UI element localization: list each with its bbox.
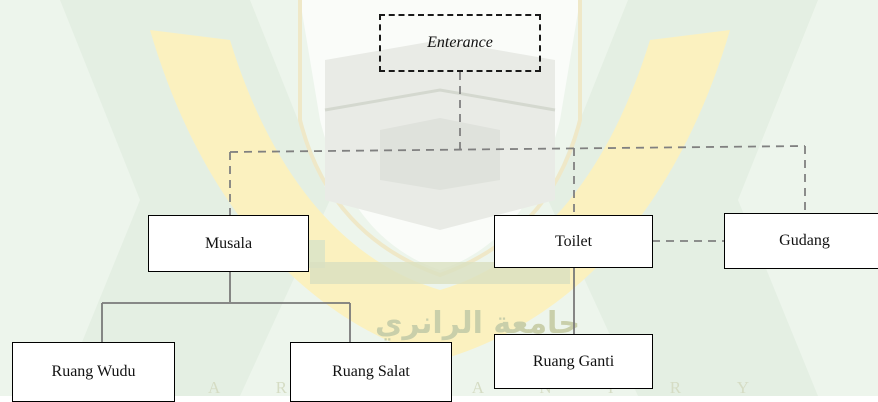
node-ruang-ganti-label: Ruang Ganti [532,352,615,370]
node-enterance-label: Enterance [427,34,493,51]
node-enterance: Enterance [379,14,541,72]
node-ruang-salat: Ruang Salat [290,342,452,402]
node-toilet: Toilet [494,215,653,268]
node-ruang-wudu-label: Ruang Wudu [51,363,136,380]
dashed-connectors [229,72,806,242]
enterance-branch-horizontal [229,145,806,153]
node-ruang-wudu: Ruang Wudu [12,342,175,402]
node-gudang-label: Gudang [779,232,830,249]
node-ruang-ganti: Ruang Ganti [494,334,653,389]
node-toilet-label: Toilet [554,232,593,250]
node-ruang-salat-label: Ruang Salat [332,363,410,380]
node-musala-label: Musala [204,234,253,252]
node-gudang: Gudang [724,213,878,269]
solid-connectors [101,268,575,342]
node-musala: Musala [148,215,309,272]
